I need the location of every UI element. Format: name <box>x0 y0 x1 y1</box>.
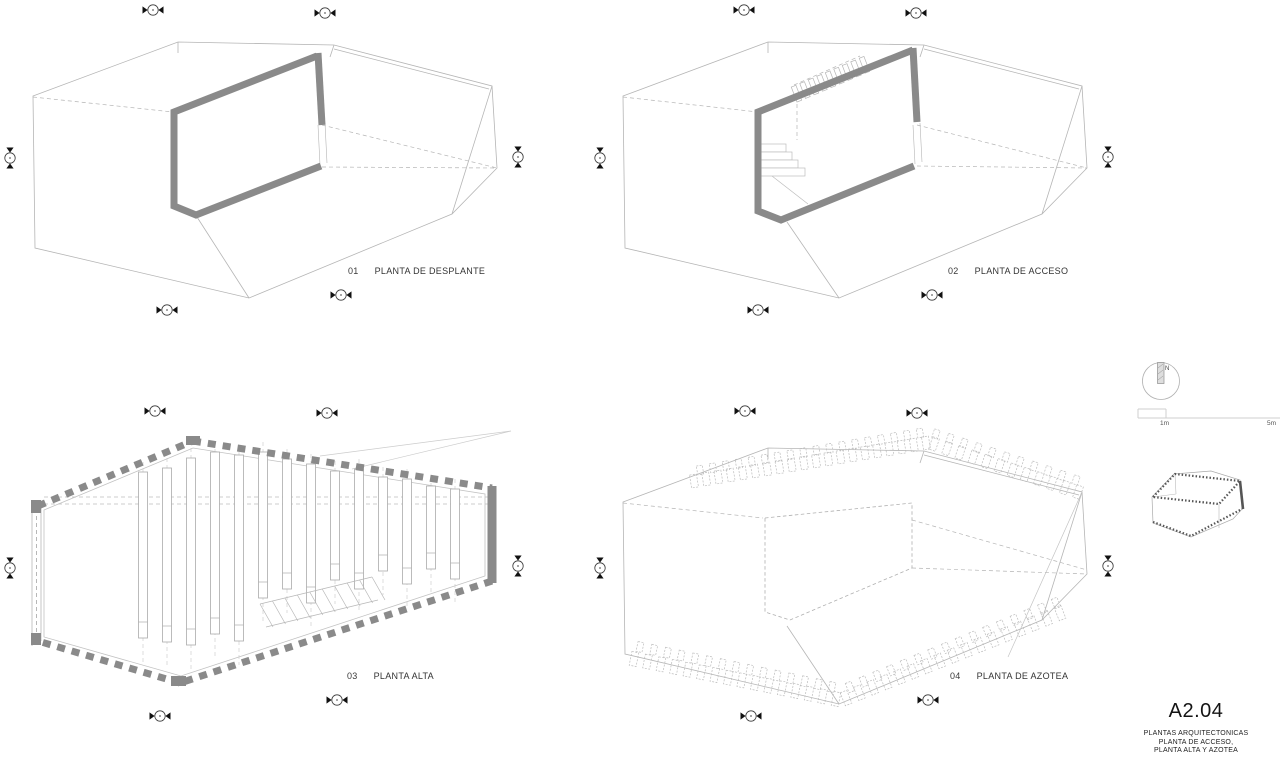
section-marker-icon <box>905 7 927 19</box>
section-marker-icon <box>156 304 178 316</box>
north-arrow-icon <box>1142 362 1180 400</box>
sheet-title: PLANTAS ARQUITECTONICAS PLANTA DE ACCESO… <box>1126 730 1266 756</box>
section-marker-icon <box>594 147 606 169</box>
drawing-03-title: PLANTA ALTA <box>373 671 434 681</box>
drawing-02-number: 02 <box>948 266 959 276</box>
drawing-04-axonometric <box>622 427 1088 707</box>
section-marker-icon <box>330 289 352 301</box>
section-marker-icon <box>142 4 164 16</box>
section-marker-icon <box>747 304 769 316</box>
drawing-03-plan <box>31 430 512 687</box>
section-marker-icon <box>1102 555 1114 577</box>
drawing-03-number: 03 <box>347 671 358 681</box>
drawing-02-caption: 02 PLANTA DE ACCESO <box>948 266 1068 276</box>
drawing-01-number: 01 <box>348 266 359 276</box>
section-marker-icon <box>734 405 756 417</box>
section-marker-icon <box>149 710 171 722</box>
roof-louver-slats <box>138 442 460 669</box>
drawing-02-title: PLANTA DE ACCESO <box>974 266 1069 276</box>
scale-label-1m: 1m <box>1160 420 1170 427</box>
sheet-title-line-1: PLANTAS ARQUITECTONICAS <box>1143 730 1249 737</box>
stair-plan <box>259 576 386 628</box>
section-marker-icon <box>733 4 755 16</box>
drawing-01-axonometric <box>32 41 498 299</box>
section-marker-icon <box>4 147 16 169</box>
drawing-04-number: 04 <box>950 671 961 681</box>
sheet-number: A2.04 <box>1168 700 1224 722</box>
section-marker-icon <box>512 146 524 168</box>
sheet-title-line-2: PLANTA DE ACCESO, <box>1158 738 1234 746</box>
section-marker-icon <box>740 710 762 722</box>
drawing-01-title: PLANTA DE DESPLANTE <box>374 266 486 276</box>
section-marker-icon <box>921 289 943 301</box>
section-marker-icon <box>512 555 524 577</box>
section-marker-icon <box>1102 146 1114 168</box>
sheet-title-line-3: PLANTA ALTA Y AZOTEA <box>1154 747 1238 754</box>
roof-louver-band <box>628 427 1084 707</box>
scale-label-5m: 5m <box>1267 420 1277 427</box>
drawing-04-caption: 04 PLANTA DE AZOTEA <box>950 671 1068 681</box>
section-marker-icon <box>326 694 348 706</box>
section-marker-icon <box>314 7 336 19</box>
title-block: A2.04 PLANTAS ARQUITECTONICAS PLANTA DE … <box>1126 700 1266 756</box>
drawing-03-caption: 03 PLANTA ALTA <box>347 671 434 681</box>
section-marker-icon <box>594 557 606 579</box>
drawing-01-caption: 01 PLANTA DE DESPLANTE <box>348 266 485 276</box>
section-marker-icon <box>144 405 166 417</box>
section-marker-icon <box>917 694 939 706</box>
section-marker-icon <box>906 407 928 419</box>
section-marker-icon <box>4 557 16 579</box>
stair-landing <box>759 143 809 205</box>
north-label: N <box>1165 366 1170 372</box>
drawing-04-title: PLANTA DE AZOTEA <box>976 671 1069 681</box>
section-marker-icon <box>316 407 338 419</box>
drawing-02-axonometric <box>622 41 1088 299</box>
scale-bar <box>1137 408 1280 419</box>
key-plan <box>1151 470 1245 538</box>
